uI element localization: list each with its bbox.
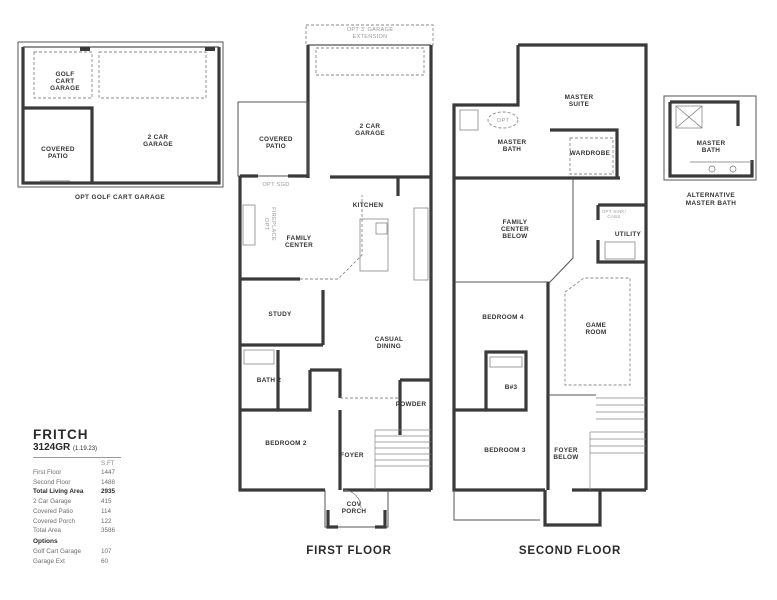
garage-extension-label: OPT 3' GARAGE <box>347 27 394 33</box>
golf-cart-garage-plan <box>17 41 224 188</box>
golf-cart-garage-caption: OPT GOLF CART GARAGE <box>75 194 165 201</box>
golf-cart-garage-label-3: GARAGE <box>50 85 80 92</box>
first-floor-garage-label-2: GARAGE <box>355 130 385 137</box>
area-row: Covered Porch 122 <box>33 517 153 527</box>
alt-master-bath-caption: ALTERNATIVE <box>687 192 736 199</box>
covered-patio-label-2: PATIO <box>266 143 286 150</box>
casual-dining-label: CASUAL <box>375 336 403 343</box>
cov-porch-label: COV <box>347 501 362 508</box>
area-value: 114 <box>101 507 112 515</box>
foyer-below-label-2: BELOW <box>553 454 579 461</box>
garage-extension-label-2: EXTENSION <box>352 34 387 40</box>
plan-info-block: FRITCH 3124GR (1.19.23) S.FT First Floor… <box>33 428 153 566</box>
master-bath-label: MASTER <box>498 139 527 146</box>
family-center-below-label: FAMILY <box>503 219 528 226</box>
family-center-below-label-3: BELOW <box>502 233 528 240</box>
master-bath-label-2: BATH <box>503 146 522 153</box>
area-label: Covered Porch <box>33 517 75 525</box>
foyer-below-label: FOYER <box>554 447 578 454</box>
area-value: 2935 <box>101 488 116 496</box>
plan-revision: (1.19.23) <box>73 446 98 452</box>
opt-fireplace-label: OPT <box>263 218 269 231</box>
area-row: 2 Car Garage 415 <box>33 497 153 507</box>
sqft-header: S.FT <box>101 460 115 467</box>
plan-code: 3124GR (1.19.23) <box>33 442 153 455</box>
opt-sink-label-2: CABS <box>607 214 620 219</box>
family-center-label-2: CENTER <box>285 242 313 249</box>
game-room-label-2: ROOM <box>585 329 606 336</box>
opt-sink-label: OPT SINK/ <box>602 209 627 214</box>
golf-option-patio-label: COVERED <box>41 146 75 153</box>
bedroom-3-label: BEDROOM 3 <box>484 447 526 454</box>
kitchen-label: KITCHEN <box>353 202 384 209</box>
first-floor-garage-label: 2 CAR <box>360 123 381 130</box>
option-row: Garage Ext 60 <box>33 557 153 567</box>
bedroom-4-label: BEDROOM 4 <box>482 314 524 321</box>
family-center-label: FAMILY <box>287 235 312 242</box>
cov-porch-label-2: PORCH <box>342 508 367 515</box>
first-floor-title: FIRST FLOOR <box>306 545 391 557</box>
second-floor-plan <box>452 43 648 527</box>
area-value: 3586 <box>101 527 116 535</box>
family-center-below-label-2: CENTER <box>501 226 529 233</box>
wardrobe-label: WARDROBE <box>570 150 611 157</box>
area-value: 107 <box>101 547 112 555</box>
powder-label: POWDER <box>396 401 427 408</box>
alt-master-bath-label-2: BATH <box>702 147 721 154</box>
area-label: Total Living Area <box>33 488 84 496</box>
golf-option-garage-label: 2 CAR <box>148 134 169 141</box>
area-row: First Floor 1447 <box>33 468 153 478</box>
area-label: First Floor <box>33 469 62 476</box>
utility-label: UTILITY <box>615 231 642 238</box>
plan-code-number: 3124GR <box>33 442 71 453</box>
area-value: 1488 <box>101 478 116 486</box>
area-row: Second Floor 1488 <box>33 478 153 488</box>
master-suite-label: MASTER <box>565 94 594 101</box>
opt-tub-label: OPT <box>497 118 510 124</box>
area-value: 60 <box>101 557 109 565</box>
divider <box>33 457 121 458</box>
area-value: 122 <box>101 517 112 525</box>
casual-dining-label-2: DINING <box>377 343 401 350</box>
second-floor-title: SECOND FLOOR <box>519 545 621 557</box>
area-label: Second Floor <box>33 478 71 486</box>
opt-sgd-label: OPT SGD <box>262 182 289 188</box>
foyer-label: FOYER <box>340 452 364 459</box>
area-value: 1447 <box>101 469 116 476</box>
area-label: 2 Car Garage <box>33 498 72 506</box>
first-floor-plan <box>237 24 434 529</box>
bath-2-label: BATH 2 <box>257 377 282 384</box>
plan-name: FRITCH <box>33 427 89 442</box>
alt-master-bath-label: MASTER <box>697 140 726 147</box>
golf-option-patio-label-2: PATIO <box>48 153 68 160</box>
area-row: Total Area 3586 <box>33 526 153 536</box>
area-row: Covered Patio 114 <box>33 507 153 517</box>
area-label: Garage Ext <box>33 557 65 565</box>
area-row: Total Living Area 2935 <box>33 487 153 497</box>
golf-cart-garage-label-2: CART <box>56 78 75 85</box>
bath-3-label: B#3 <box>505 384 518 391</box>
alt-master-bath-caption-2: MASTER BATH <box>686 200 736 207</box>
area-value: 415 <box>101 498 112 506</box>
option-row: Golf Cart Garage 107 <box>33 547 153 557</box>
study-label: STUDY <box>268 311 292 318</box>
area-label: Total Area <box>33 527 62 535</box>
golf-option-garage-label-2: GARAGE <box>143 141 173 148</box>
bedroom-2-label: BEDROOM 2 <box>265 440 307 447</box>
alt-master-bath-plan <box>663 95 757 181</box>
area-label: Golf Cart Garage <box>33 547 81 555</box>
game-room-label: GAME <box>586 322 607 329</box>
golf-cart-garage-label: GOLF <box>56 71 75 78</box>
master-suite-label-2: SUITE <box>569 101 590 108</box>
area-label: Covered Patio <box>33 507 73 515</box>
covered-patio-label: COVERED <box>259 136 293 143</box>
opt-fireplace-label-2: FIREPLACE <box>270 207 276 241</box>
options-header: Options <box>33 537 58 545</box>
